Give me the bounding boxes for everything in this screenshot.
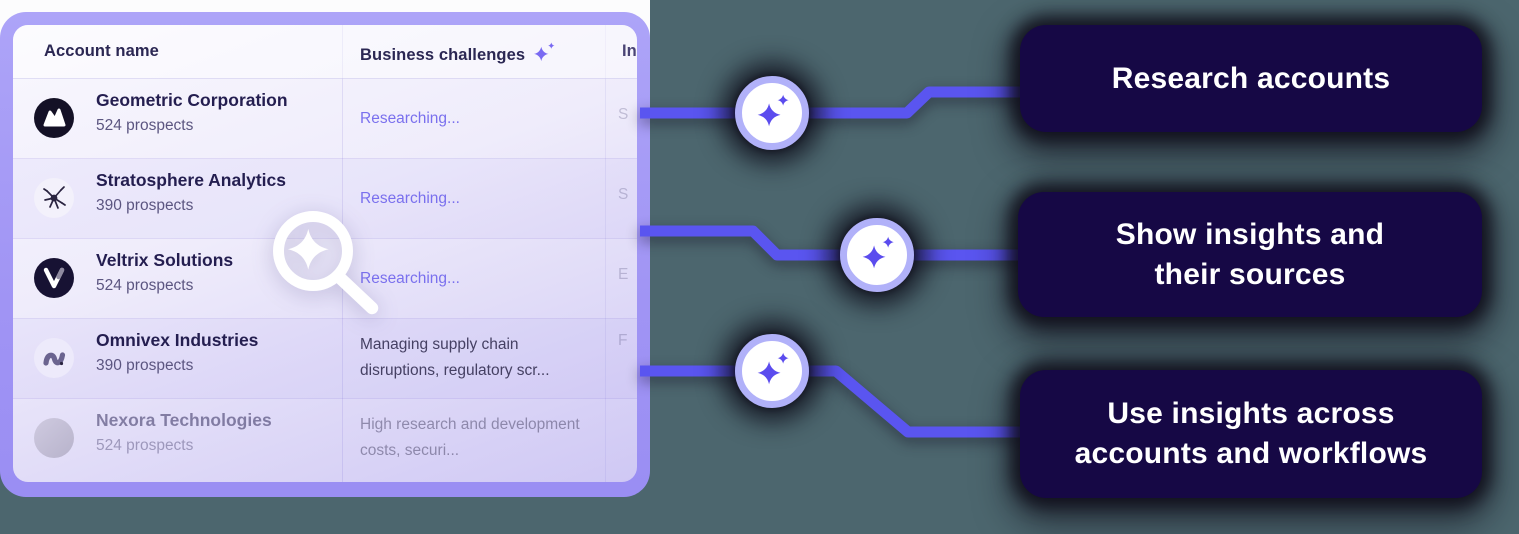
account-name-column-header: Account name bbox=[44, 42, 159, 60]
account-name: Omnivex Industries bbox=[96, 330, 259, 350]
accounts-table: Account name Business challenges In bbox=[13, 25, 637, 482]
business-challenge-cell: Managing supply chain disruptions, regul… bbox=[360, 336, 550, 379]
business-challenges-column-header: Business challenges bbox=[360, 42, 555, 69]
business-challenge-cell: High research and development costs, sec… bbox=[360, 416, 580, 459]
connector-line-1 bbox=[640, 86, 1026, 119]
stratosphere-analytics-logo-icon bbox=[34, 178, 74, 218]
insight-cell-partial: S bbox=[618, 106, 629, 123]
ai-step-circle bbox=[735, 334, 809, 408]
business-challenge-cell: Researching... bbox=[360, 270, 460, 287]
account-name: Veltrix Solutions bbox=[96, 250, 234, 270]
business-challenges-label: Business challenges bbox=[360, 46, 526, 64]
table-row: Stratosphere Analytics 390 prospects Res… bbox=[13, 158, 637, 239]
prospect-count: 524 prospects bbox=[96, 277, 194, 294]
callout-show-insights: Show insights and their sources bbox=[1018, 192, 1482, 317]
account-name: Stratosphere Analytics bbox=[96, 170, 286, 190]
insight-cell-partial: F bbox=[618, 332, 628, 349]
insights-column-header-partial: In bbox=[622, 42, 637, 60]
ai-step-circle bbox=[840, 218, 914, 292]
callout-text-line: Show insights and bbox=[1115, 217, 1385, 251]
nexora-technologies-logo-icon bbox=[34, 418, 74, 458]
connector-line-2 bbox=[640, 225, 1026, 261]
callout-research-accounts: Research accounts bbox=[1020, 25, 1482, 132]
table-row: Nexora Technologies 524 prospects High r… bbox=[13, 398, 637, 482]
accounts-table-card: Account name Business challenges In bbox=[0, 12, 650, 497]
prospect-count: 524 prospects bbox=[96, 437, 194, 454]
table-header-row: Account name Business challenges In bbox=[13, 25, 637, 79]
geometric-corporation-logo-icon bbox=[34, 98, 74, 138]
prospect-count: 524 prospects bbox=[96, 117, 194, 134]
column-divider bbox=[605, 25, 606, 482]
sparkle-icon bbox=[757, 94, 789, 127]
prospect-count: 390 prospects bbox=[96, 197, 194, 214]
omnivex-industries-logo-icon bbox=[34, 338, 74, 378]
account-name: Geometric Corporation bbox=[96, 90, 288, 110]
callout-use-insights: Use insights across accounts and workflo… bbox=[1020, 370, 1482, 498]
business-challenge-cell: Researching... bbox=[360, 110, 460, 127]
insight-cell-partial: S bbox=[618, 186, 629, 203]
callout-text-line: their sources bbox=[1154, 257, 1346, 291]
sparkle-icon bbox=[757, 352, 789, 385]
prospect-count: 390 prospects bbox=[96, 357, 194, 374]
ai-step-circle bbox=[735, 76, 809, 150]
sparkle-icon bbox=[862, 236, 894, 269]
insight-cell-partial: E bbox=[618, 266, 629, 283]
business-challenge-cell: Researching... bbox=[360, 190, 460, 207]
table-row: Veltrix Solutions 524 prospects Research… bbox=[13, 238, 637, 319]
table-row: Omnivex Industries 390 prospects Managin… bbox=[13, 318, 637, 399]
ai-sparkle-icon bbox=[533, 42, 555, 69]
callout-text-line: Research accounts bbox=[1111, 61, 1391, 95]
connector-line-3 bbox=[640, 365, 1026, 438]
account-name: Nexora Technologies bbox=[96, 410, 272, 430]
veltrix-solutions-logo-icon bbox=[34, 258, 74, 298]
callout-text-line: accounts and workflows bbox=[1074, 437, 1428, 470]
table-row: Geometric Corporation 524 prospects Rese… bbox=[13, 78, 637, 159]
callout-text-line: Use insights across bbox=[1107, 397, 1395, 430]
